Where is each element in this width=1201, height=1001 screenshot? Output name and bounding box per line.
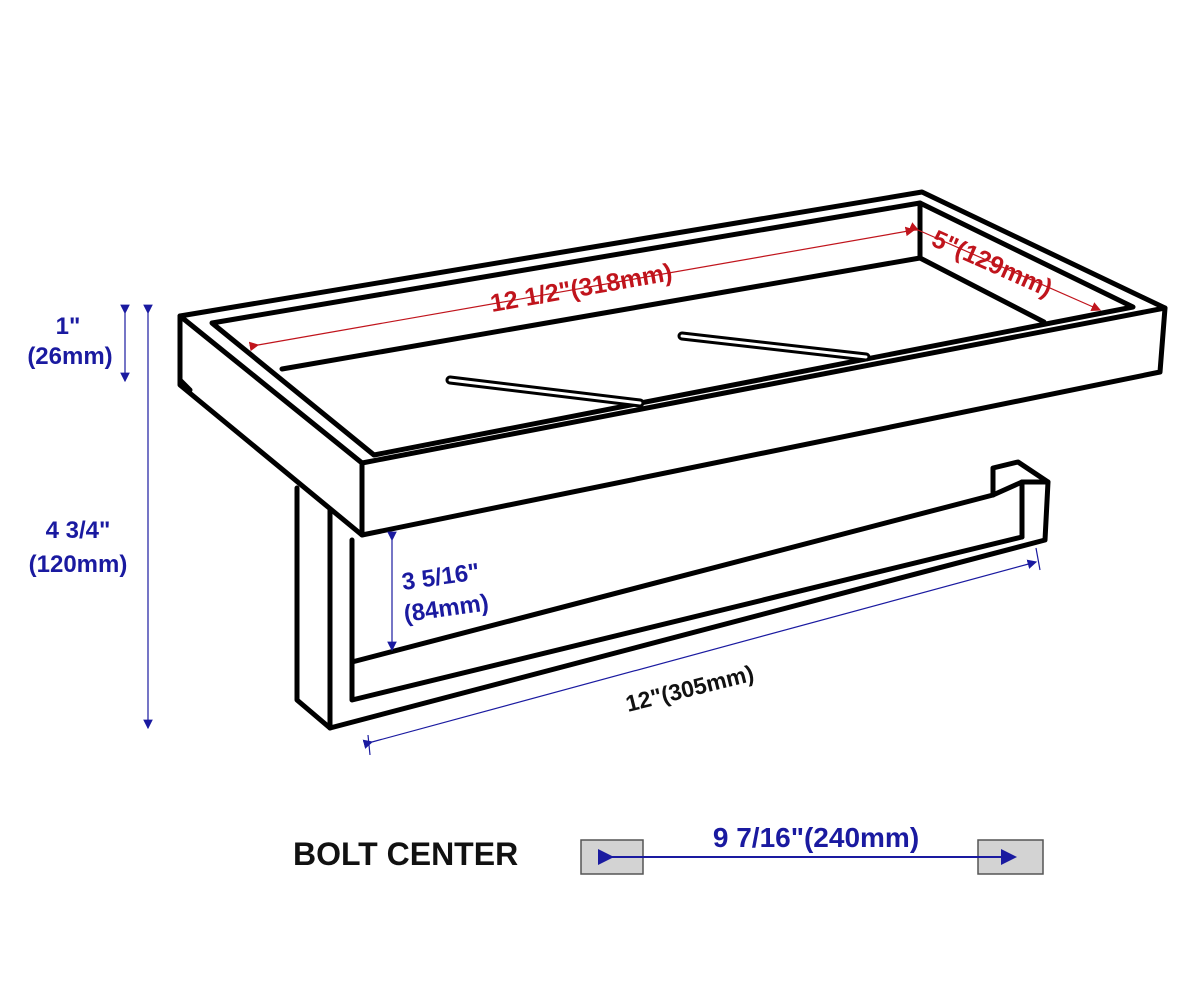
- bolt-distance-label: 9 7/16"(240mm): [713, 822, 919, 853]
- total-height-mm: (120mm): [29, 551, 128, 578]
- tray-height-in: 1": [56, 313, 81, 340]
- gap-height-mm: (84mm): [402, 589, 490, 628]
- total-height-in: 4 3/4": [46, 517, 111, 544]
- tray-length-label: 12 1/2"(318mm): [488, 258, 674, 318]
- tray-height-mm: (26mm): [27, 343, 112, 370]
- gap-height-in: 3 5/16": [400, 558, 481, 596]
- bolt-center-label: BOLT CENTER: [293, 836, 518, 872]
- bolt-center: BOLT CENTER 9 7/16"(240mm): [293, 822, 1044, 875]
- dimension-lines: [120, 222, 1102, 756]
